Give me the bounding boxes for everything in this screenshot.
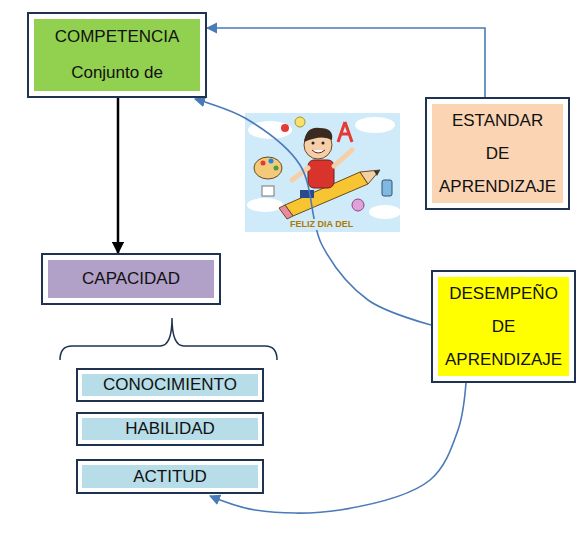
box-text: Conjunto de: [67, 55, 167, 91]
box-fill: DESEMPEÑO DE APRENDIZAJE: [438, 277, 569, 376]
box-fill: CAPACIDAD: [48, 260, 214, 298]
concept-box: CONOCIMIENTO: [76, 368, 264, 402]
box-text: DESEMPEÑO DE APRENDIZAJE: [441, 277, 566, 376]
concept-box: COMPETENCIAConjunto de: [27, 12, 207, 98]
box-text: CONOCIMIENTO: [99, 374, 241, 396]
box-text: HABILIDAD: [121, 418, 219, 440]
concept-box: DESEMPEÑO DE APRENDIZAJE: [431, 270, 576, 383]
connector-arrow: [195, 99, 431, 325]
box-fill: COMPETENCIAConjunto de: [34, 19, 200, 91]
connector-arrow: [117, 98, 120, 253]
box-text: COMPETENCIA: [51, 19, 184, 55]
box-fill: ACTITUD: [82, 465, 258, 488]
bracket: [60, 318, 277, 360]
box-fill: HABILIDAD: [82, 418, 258, 440]
watermark-text: FELIZ DIA DEL: [288, 219, 355, 230]
box-fill: ESTANDAR DE APRENDIZAJE: [432, 104, 563, 203]
connector-arrow: [207, 28, 485, 97]
box-text: ESTANDAR DE APRENDIZAJE: [435, 104, 560, 203]
box-text: ACTITUD: [129, 466, 211, 488]
kid-illustration: [245, 113, 401, 232]
box-text: CAPACIDAD: [78, 264, 184, 294]
concept-box: ACTITUD: [76, 459, 264, 494]
concept-box: HABILIDAD: [76, 412, 264, 446]
box-fill: CONOCIMIENTO: [82, 374, 258, 396]
concept-box: ESTANDAR DE APRENDIZAJE: [425, 97, 570, 210]
concept-box: CAPACIDAD: [41, 253, 221, 305]
